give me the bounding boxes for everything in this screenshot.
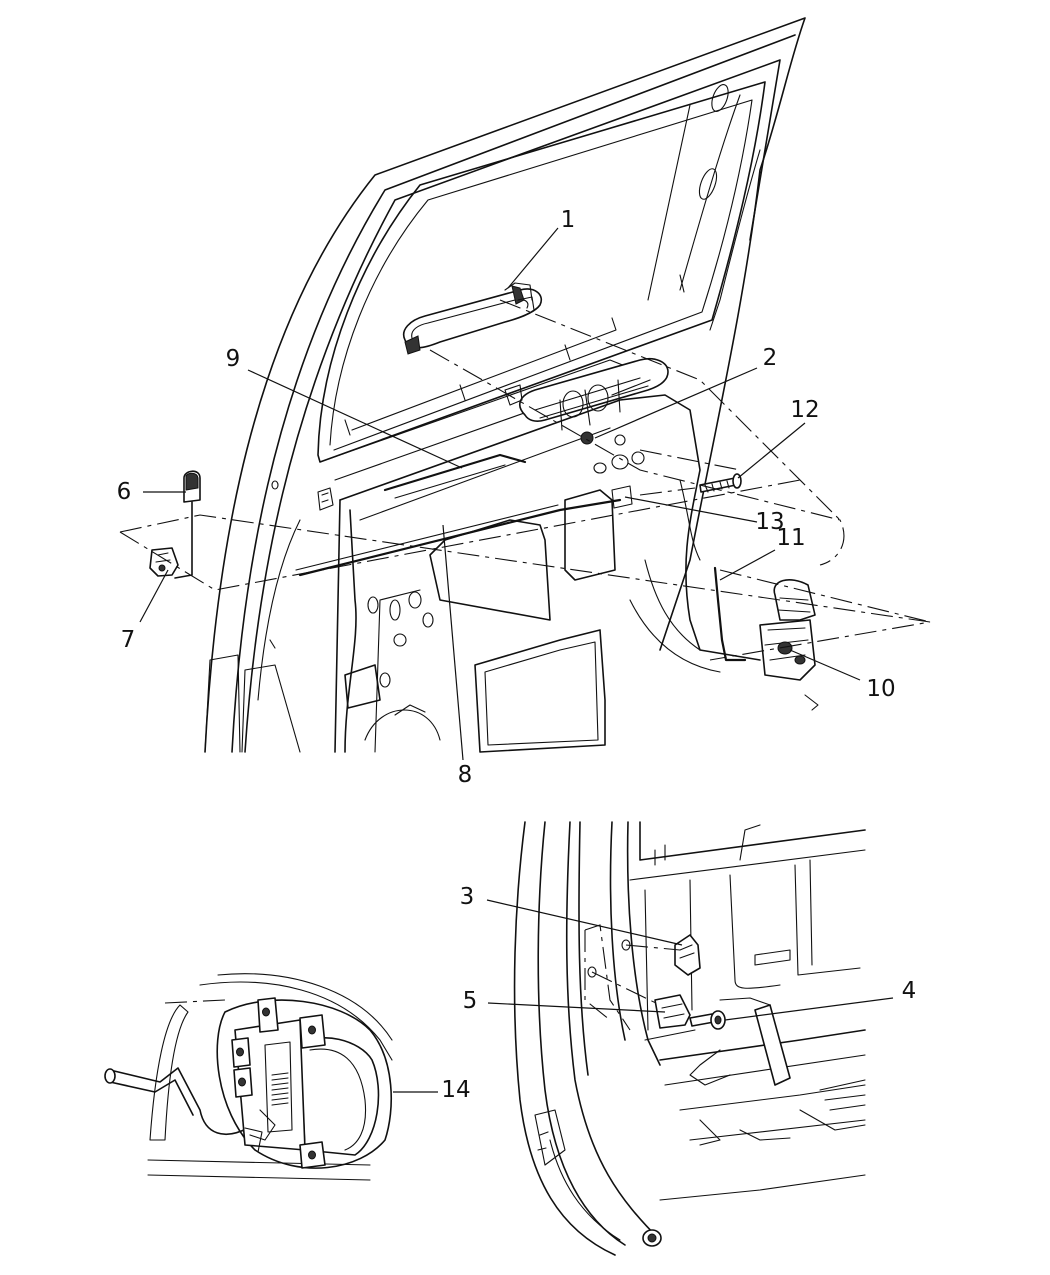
inside-handle-detail	[104, 973, 393, 1181]
screw-and-clip	[611, 473, 742, 509]
callout-10: 10	[866, 676, 895, 702]
callout-9: 9	[226, 346, 241, 372]
callout-5: 5	[463, 988, 478, 1014]
callout-3: 3	[460, 884, 475, 910]
door-shell	[204, 17, 806, 753]
door-latch-assembly	[713, 566, 819, 711]
callout-13: 13	[755, 509, 784, 535]
callout-11: 11	[776, 525, 805, 551]
callout-7: 7	[121, 627, 136, 653]
callout-8: 8	[458, 762, 473, 788]
callout-labels: 1 2 3 4 5 6 7 8 9 10 11 12 13 14	[117, 207, 917, 1103]
exterior-door-handle	[403, 282, 542, 355]
callout-4: 4	[902, 978, 917, 1004]
callout-2: 2	[763, 345, 778, 371]
b-pillar-view	[513, 821, 866, 1256]
phantom-lines-top	[119, 299, 931, 661]
inside-handle-bezel	[504, 357, 669, 445]
callout-14: 14	[441, 1077, 470, 1103]
callout-leaders	[139, 227, 894, 1093]
callout-12: 12	[790, 397, 819, 423]
latch-rods	[295, 453, 622, 577]
callout-6: 6	[117, 479, 132, 505]
lock-knob-and-link	[149, 470, 201, 579]
callout-1: 1	[561, 207, 576, 233]
